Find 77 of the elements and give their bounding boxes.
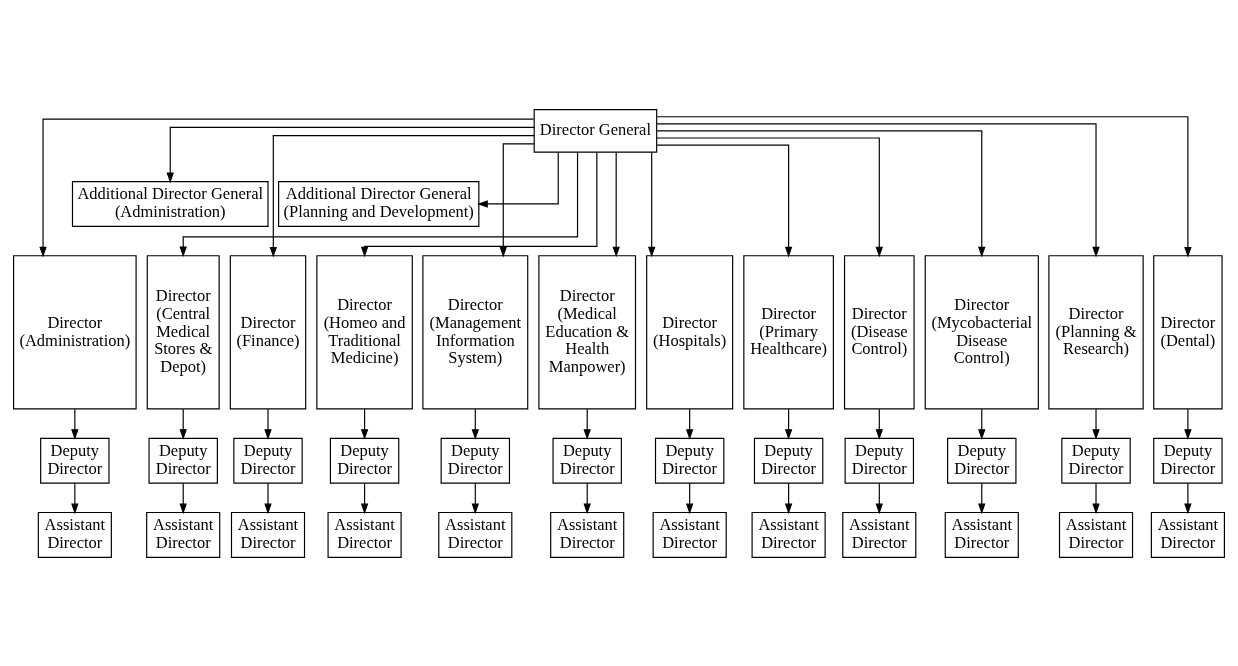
node-box: Assistant Director <box>944 511 1019 558</box>
node-box: Deputy Director <box>329 437 400 484</box>
node-box: Deputy Director <box>148 437 218 484</box>
node-box: Assistant Director <box>842 511 917 558</box>
arrow <box>1092 482 1100 514</box>
arrow <box>685 408 694 440</box>
arrow <box>656 115 1192 257</box>
node-box: Director General <box>533 108 658 153</box>
node-box: Director (Disease Control) <box>843 254 915 409</box>
arrow <box>179 151 579 257</box>
arrow <box>647 151 656 257</box>
arrow <box>360 408 369 440</box>
node-box: Director (Medical Education & Health Manpower) <box>538 254 637 409</box>
node-box: Deputy Director <box>552 437 622 484</box>
arrow <box>166 126 535 183</box>
node-box: Director (Mycobacterial Disease Control) <box>924 254 1039 409</box>
arrow <box>360 151 598 257</box>
node-box: Director (Management Information System) <box>422 254 529 409</box>
node-box: Director (Administration) <box>13 254 137 409</box>
node-box: Deputy Director <box>233 437 303 484</box>
arrow <box>179 408 187 440</box>
arrow <box>784 408 793 440</box>
arrow <box>1184 408 1192 440</box>
node-box: Assistant Director <box>438 511 513 558</box>
arrow <box>656 143 793 257</box>
arrow <box>179 482 187 514</box>
arrow <box>875 408 884 440</box>
node-box: Director (Central Medical Stores & Depot) <box>146 254 220 409</box>
node-box: Additional Director General (Administration) <box>71 180 269 227</box>
arrow <box>264 482 272 514</box>
node-box: Assistant Director <box>37 511 112 558</box>
arrow <box>978 408 986 440</box>
node-box: Deputy Director <box>440 437 511 484</box>
node-box: Director (Primary Healthcare) <box>743 254 834 409</box>
arrow <box>583 408 591 440</box>
arrow <box>499 142 535 257</box>
node-box: Director (Finance) <box>229 254 307 409</box>
arrow <box>685 482 694 514</box>
arrow <box>978 482 986 514</box>
arrow <box>39 118 535 257</box>
node-box: Additional Director General (Planning and Development) <box>278 180 480 227</box>
node-box: Assistant Director <box>550 511 625 558</box>
arrow <box>1184 482 1192 514</box>
node-box: Deputy Director <box>654 437 725 484</box>
node-box: Deputy Director <box>947 437 1017 484</box>
node-box: Deputy Director <box>1061 437 1131 484</box>
node-box: Assistant Director <box>1058 511 1134 558</box>
arrow <box>471 408 480 440</box>
arrow <box>71 408 79 440</box>
arrow <box>71 482 79 514</box>
arrow <box>612 151 620 257</box>
node-box: Assistant Director <box>1150 511 1225 558</box>
arrow <box>360 482 369 514</box>
arrow <box>471 482 480 514</box>
arrow <box>1092 408 1100 440</box>
node-box: Deputy Director <box>844 437 915 484</box>
node-box: Deputy Director <box>40 437 110 484</box>
arrow <box>269 134 535 257</box>
node-box: Director (Hospitals) <box>646 254 734 409</box>
node-box: Deputy Director <box>1153 437 1223 484</box>
arrow <box>656 122 1100 257</box>
node-box: Assistant Director <box>230 511 306 558</box>
node-box: Assistant Director <box>327 511 402 558</box>
arrow <box>784 482 793 514</box>
arrow <box>656 129 986 257</box>
node-box: Assistant Director <box>146 511 221 558</box>
node-box: Assistant Director <box>652 511 727 558</box>
arrow <box>264 408 272 440</box>
node-box: Assistant Director <box>751 511 826 558</box>
node-box: Deputy Director <box>753 437 824 484</box>
arrow <box>656 136 884 257</box>
node-box: Director (Homeo and Traditional Medicine) <box>316 254 413 409</box>
node-box: Director (Dental) <box>1153 254 1223 409</box>
arrow <box>583 482 591 514</box>
arrow <box>477 151 559 208</box>
node-box: Director (Planning & Research) <box>1048 254 1144 409</box>
arrow <box>875 482 884 514</box>
